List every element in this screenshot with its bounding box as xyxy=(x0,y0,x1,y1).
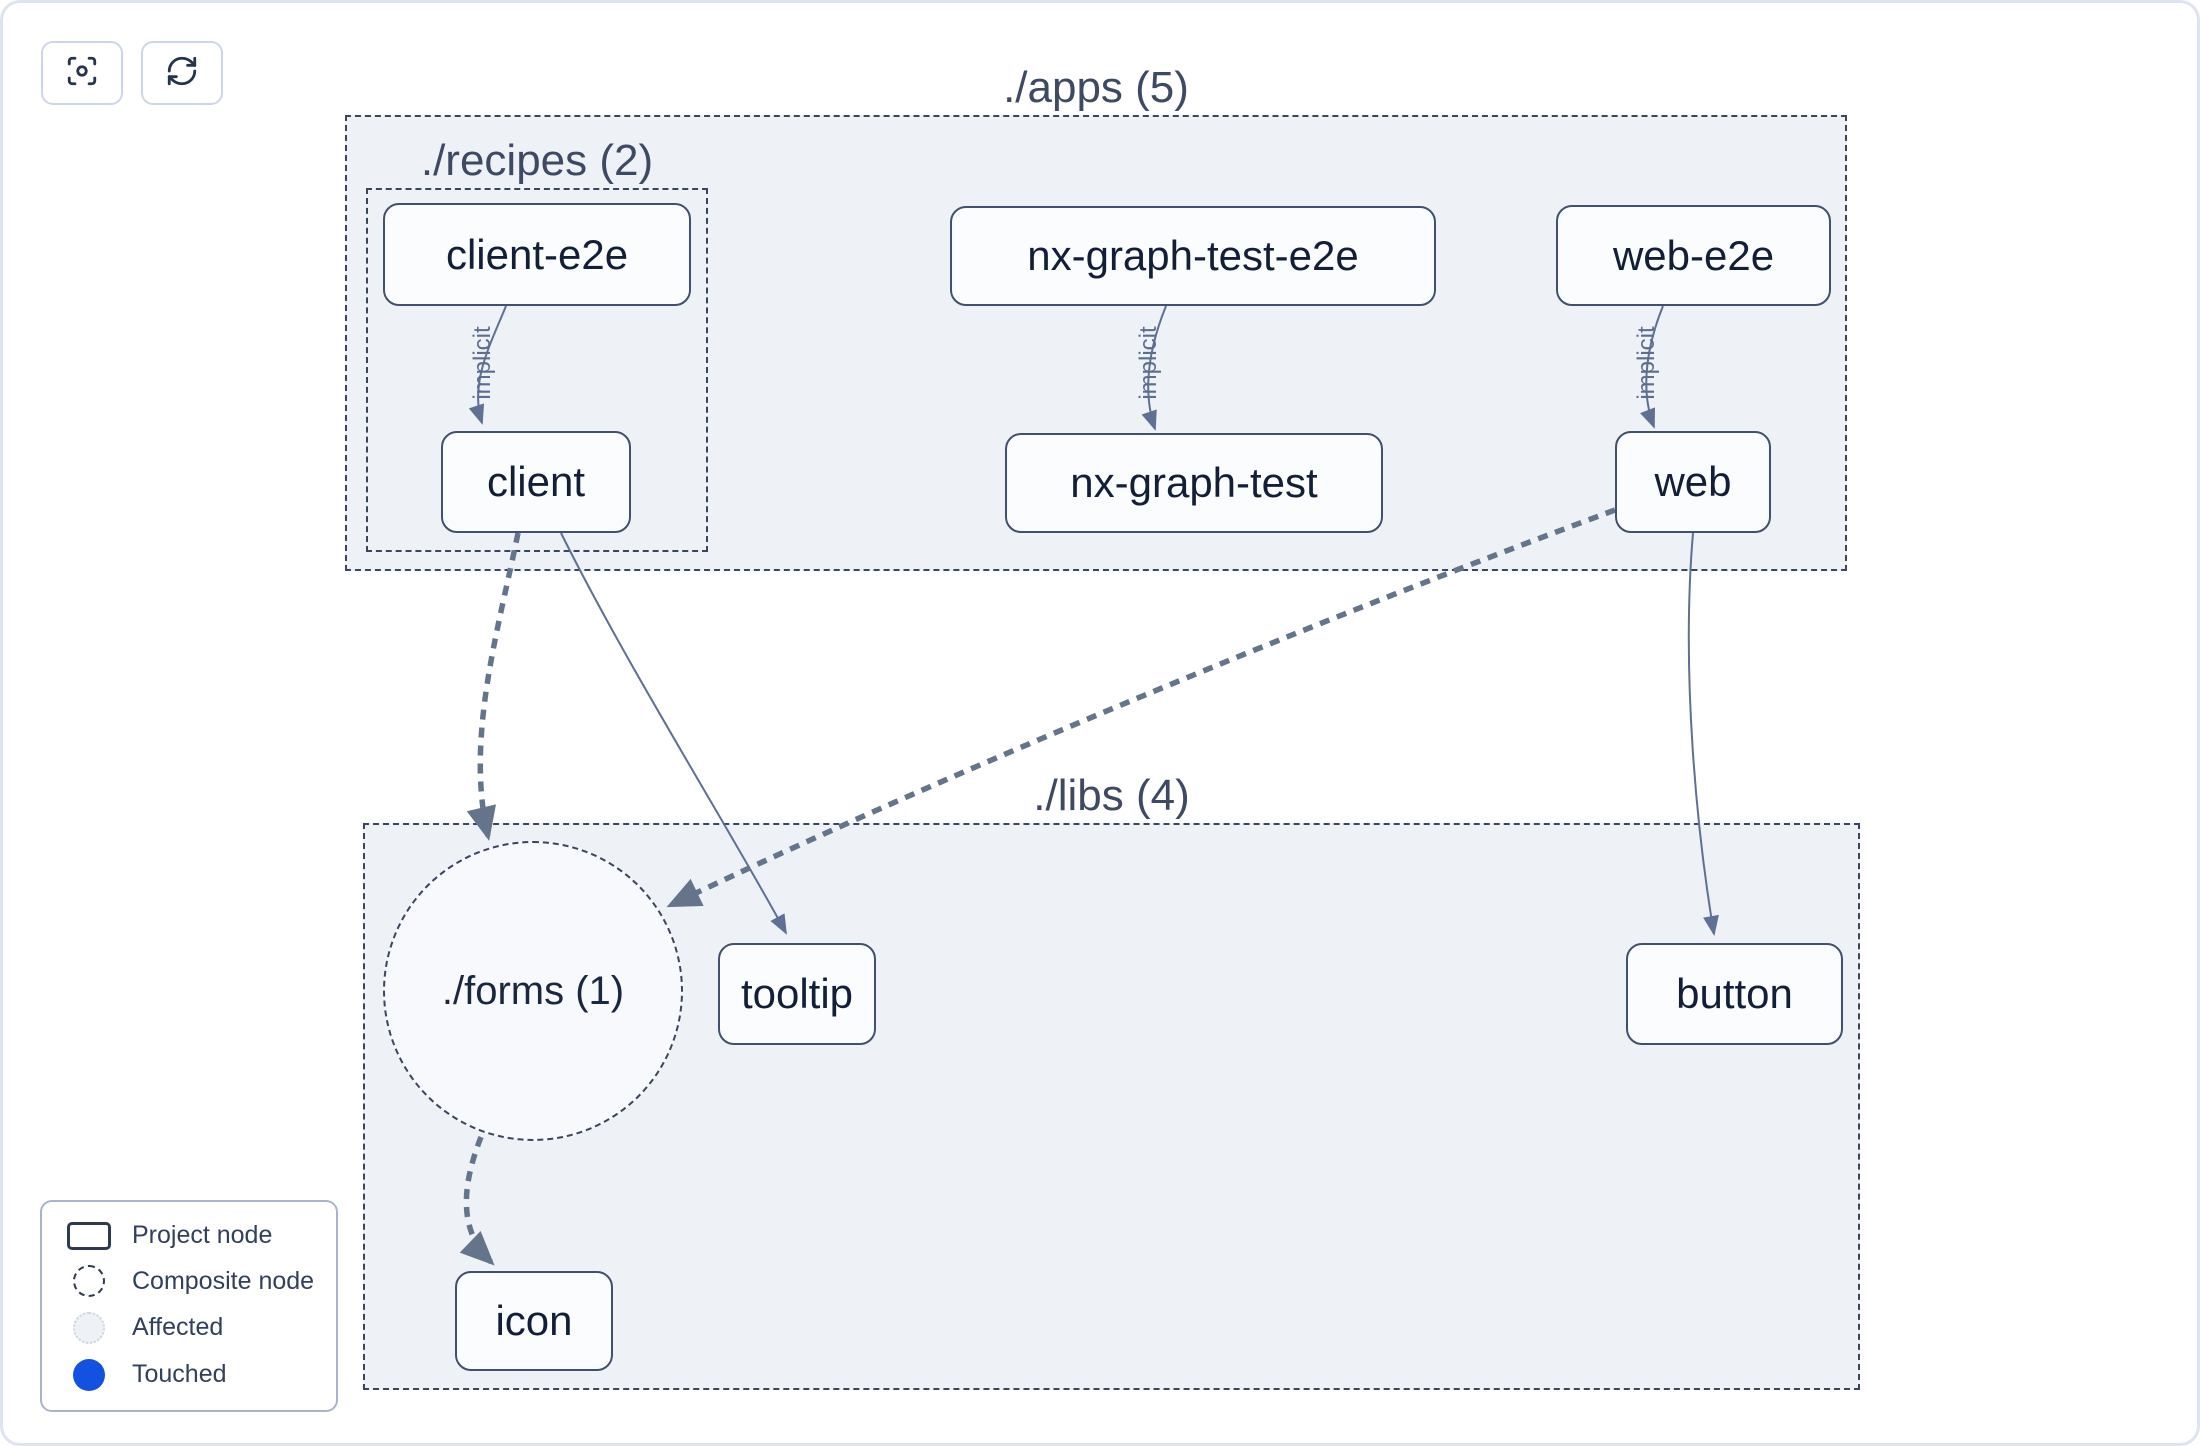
composite-node-forms-label: ./forms (1) xyxy=(441,968,625,1013)
node-label: client-e2e xyxy=(445,230,629,278)
refresh-icon xyxy=(165,54,199,93)
focus-button[interactable] xyxy=(41,41,123,105)
legend-row-project-node: Project node xyxy=(64,1221,326,1250)
edge-label-implicit: implicit xyxy=(469,326,496,400)
legend-row-affected: Affected xyxy=(64,1311,326,1344)
node-client-e2e[interactable]: client-e2e xyxy=(383,203,691,306)
node-nx-graph-test-e2e[interactable]: nx-graph-test-e2e xyxy=(950,206,1436,306)
legend-label: Project node xyxy=(132,1221,273,1250)
node-label: tooltip xyxy=(740,970,854,1017)
touched-icon xyxy=(64,1358,114,1391)
affected-icon xyxy=(64,1311,114,1344)
focus-icon xyxy=(65,54,99,93)
node-label: nx-graph-test xyxy=(1070,459,1318,506)
node-label: icon xyxy=(495,1297,573,1344)
group-libs-label: ./libs (4) xyxy=(1033,771,1190,820)
edge-label-implicit: implicit xyxy=(1633,326,1660,400)
legend-label: Composite node xyxy=(132,1266,315,1295)
node-client[interactable]: client xyxy=(441,431,631,533)
node-tooltip[interactable]: tooltip xyxy=(718,943,876,1045)
node-label: button xyxy=(1676,970,1793,1017)
node-web-e2e[interactable]: web-e2e xyxy=(1556,205,1831,306)
group-recipes-label: ./recipes (2) xyxy=(420,136,654,185)
node-label: client xyxy=(486,458,586,505)
composite-node-icon xyxy=(64,1265,114,1298)
legend-label: Affected xyxy=(132,1313,224,1342)
node-web[interactable]: web xyxy=(1615,431,1771,533)
node-label: web-e2e xyxy=(1612,231,1775,279)
legend-row-composite-node: Composite node xyxy=(64,1265,326,1298)
node-nx-graph-test[interactable]: nx-graph-test xyxy=(1005,433,1383,533)
project-node-icon xyxy=(64,1221,114,1250)
edge-client-to-forms[interactable] xyxy=(466,532,521,841)
composite-node-forms[interactable]: ./forms (1) xyxy=(383,841,683,1141)
group-apps-label: ./apps (5) xyxy=(1003,63,1189,112)
edge-label-implicit: implicit xyxy=(1135,326,1162,400)
group-recipes[interactable]: ./recipes (2) xyxy=(366,136,708,552)
node-icon[interactable]: icon xyxy=(455,1271,613,1371)
node-button[interactable]: button xyxy=(1626,943,1843,1045)
node-label: web xyxy=(1654,458,1732,505)
legend-label: Touched xyxy=(132,1360,227,1389)
node-label: nx-graph-test-e2e xyxy=(1027,232,1359,279)
legend-row-touched: Touched xyxy=(64,1358,326,1391)
legend: Project node Composite node Affected Tou… xyxy=(40,1200,338,1412)
refresh-button[interactable] xyxy=(141,41,223,105)
